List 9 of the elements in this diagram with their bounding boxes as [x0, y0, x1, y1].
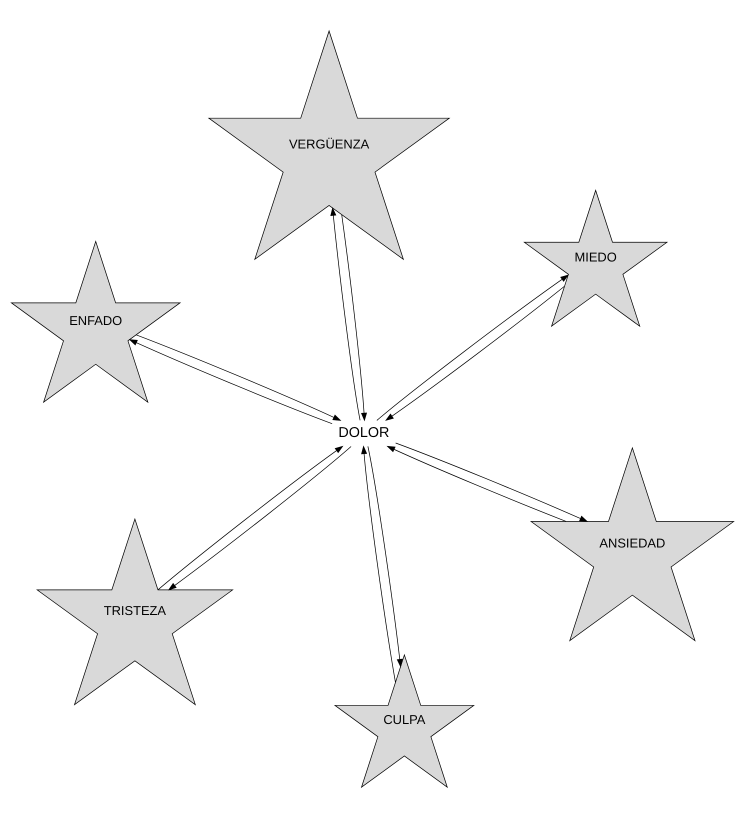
arrow	[330, 207, 360, 421]
arrow	[386, 446, 566, 522]
arrow	[368, 446, 403, 668]
arrow	[341, 214, 368, 422]
arrow	[361, 445, 396, 682]
arrow	[136, 334, 342, 421]
node-text: DOLOR	[338, 424, 390, 441]
arrow	[128, 339, 332, 424]
arrow	[395, 442, 588, 522]
